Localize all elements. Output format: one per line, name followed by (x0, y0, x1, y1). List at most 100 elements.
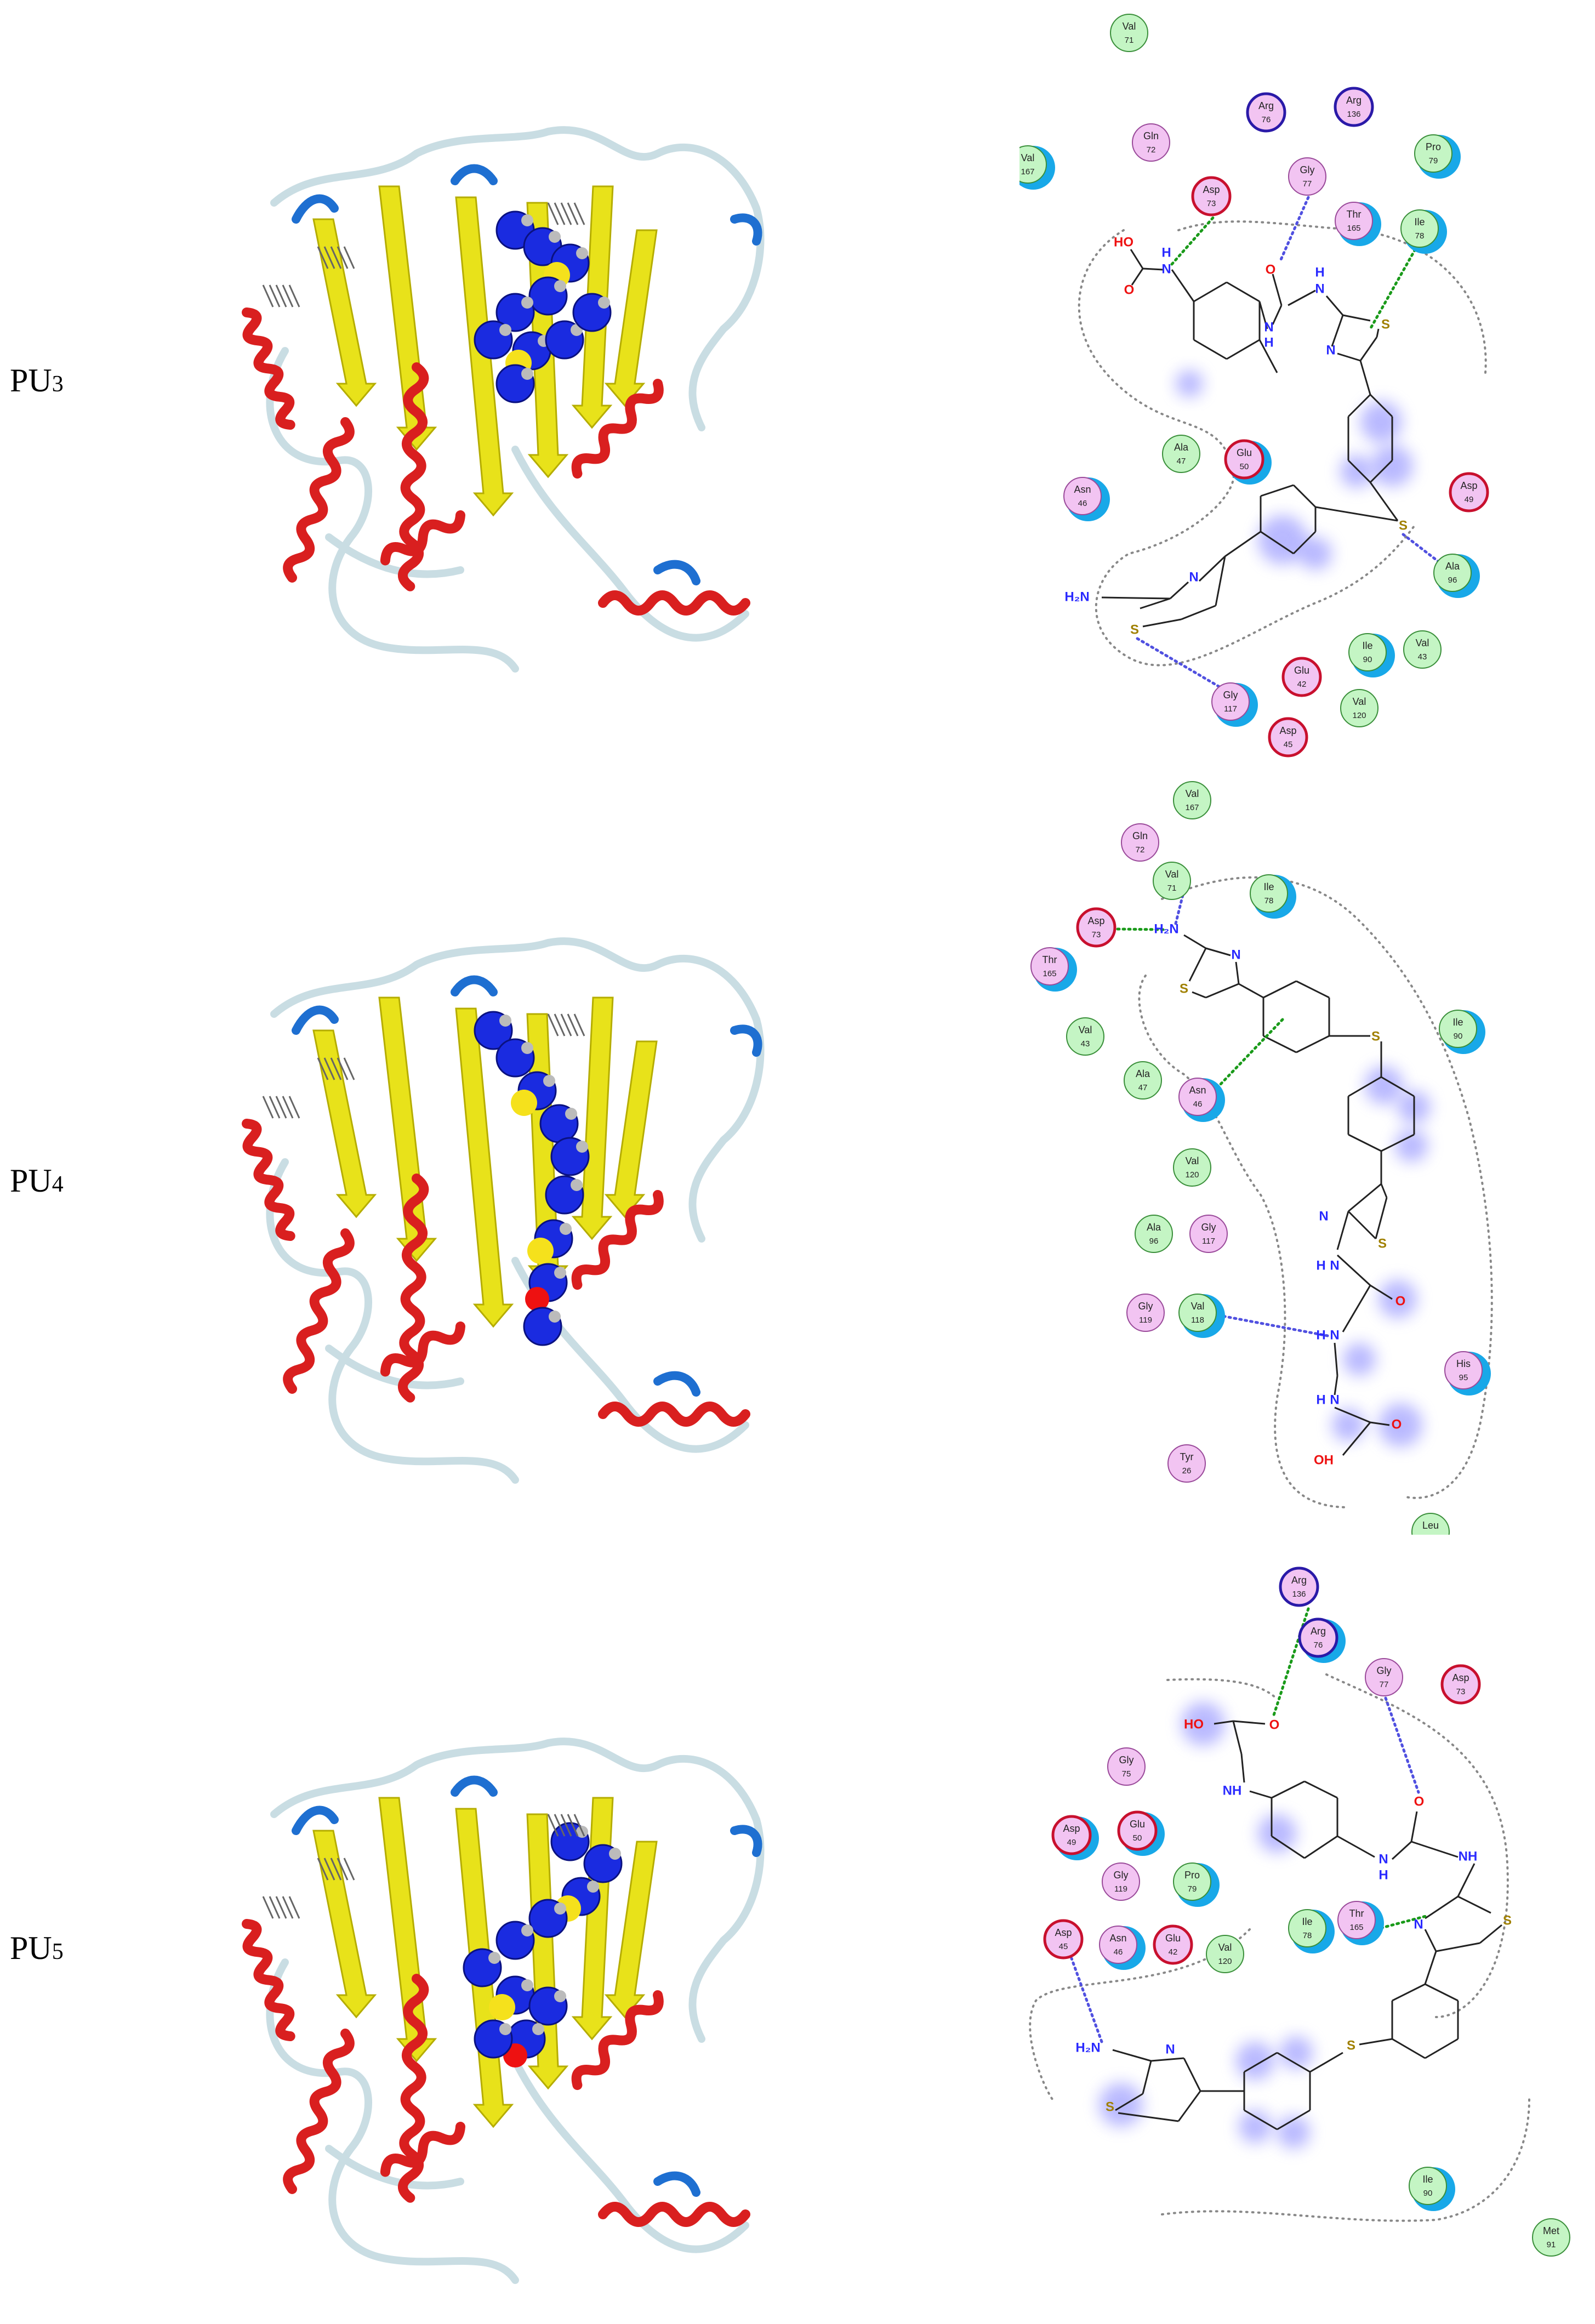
ligand-bond (1232, 1721, 1243, 1755)
ligand-bond (1215, 556, 1226, 606)
residue-circle (1191, 176, 1232, 217)
ligand-bond (1359, 360, 1371, 395)
ligand-hydrogen-sphere (554, 1990, 566, 2002)
protein-coil (511, 2057, 749, 2253)
atom-label: O (1266, 262, 1276, 277)
ligand-sulfur-sphere (489, 1994, 515, 2020)
ligand-bond (1235, 961, 1240, 984)
cofactor-stick (262, 1096, 274, 1119)
residue-name: Ala (1174, 442, 1189, 453)
cofactor-stick (275, 284, 287, 307)
cofactor-stick (269, 284, 281, 307)
ligand-exposure-halo (1181, 1702, 1225, 1746)
atom-label: N (1161, 261, 1171, 276)
atom-label: S (1106, 2099, 1114, 2114)
residue-circle (1066, 1017, 1104, 1056)
atom-label: N (1264, 320, 1273, 334)
protein-turn (292, 194, 339, 224)
ligand-bond (1424, 1929, 1437, 1952)
panel-label: PU4 (10, 1162, 64, 1200)
residue-circle (1076, 907, 1116, 948)
ligand-bond (1342, 314, 1371, 322)
residue-number: 42 (1169, 1947, 1178, 1957)
cofactor-stick (317, 1858, 329, 1881)
residue-number: 76 (1314, 1641, 1323, 1650)
residue-name: Arg (1346, 95, 1362, 106)
cofactor-stick (554, 202, 566, 225)
cofactor-stick (282, 1896, 294, 1919)
protein-coil (266, 1158, 519, 1484)
ligand-hydrogen-sphere (521, 1042, 533, 1054)
atom-label: O (1392, 1417, 1402, 1432)
ligand-bond (1101, 596, 1171, 600)
ligand-bond (1244, 2109, 1278, 2131)
residue-circle (1298, 1617, 1338, 1658)
atom-label: O (1414, 1794, 1425, 1809)
ligand-exposure-halo (1378, 1280, 1417, 1318)
residue-circle (1117, 1810, 1158, 1851)
ligand-bond (1479, 1924, 1502, 1944)
ligand-bond (1380, 1183, 1388, 1198)
ligand-hydrogen-sphere (609, 1848, 621, 1860)
cofactor-stick (275, 1896, 287, 1919)
ligand-bond (1411, 1841, 1459, 1858)
residue-name: Gly (1377, 1665, 1392, 1676)
cofactor-stick (288, 1096, 300, 1119)
residue-number: 78 (1415, 231, 1425, 241)
protein-beta-strand (604, 1040, 658, 1218)
ligand-bond (1369, 459, 1393, 483)
ligand-bond (1142, 267, 1164, 271)
ligand-bond (1142, 618, 1182, 628)
cofactor-stick (288, 284, 300, 307)
protein-helix (598, 1402, 750, 1427)
atom-label: N (1165, 2042, 1175, 2057)
ligand-bond (1436, 1942, 1480, 1952)
interaction-line (1278, 196, 1310, 264)
protein-helix (283, 417, 355, 583)
ligand-bond (1188, 948, 1207, 982)
residue-number: 43 (1081, 1039, 1090, 1049)
residue-name: Val (1218, 1942, 1232, 1953)
residue-number: 50 (1133, 1833, 1142, 1843)
protein-coil (270, 937, 765, 1243)
residue-number: 46 (1193, 1100, 1203, 1109)
cofactor-stick (337, 1858, 349, 1881)
residue-circle (1162, 435, 1200, 473)
protein-beta-strand (312, 1029, 377, 1218)
cofactor-stick (554, 1814, 566, 1837)
atom-label: O (1269, 1717, 1280, 1732)
ligand-exposure-halo (1371, 445, 1413, 487)
atom-label: H₂N (1064, 589, 1089, 604)
label-main: PU (10, 1930, 52, 1966)
cofactor-stick (554, 1013, 566, 1036)
protein-helix (242, 307, 295, 430)
ligand-bond (1258, 339, 1278, 373)
residue-circle (1400, 209, 1439, 248)
residue-name: Thr (1043, 954, 1057, 965)
residue-number: 119 (1139, 1315, 1152, 1325)
residue-circle (1189, 1215, 1228, 1253)
ligand-exposure-halo (1340, 455, 1373, 488)
cofactor-stick (560, 202, 572, 225)
ligand-hydrogen-sphere (499, 324, 511, 336)
panel-label: PU5 (10, 1929, 64, 1967)
residue-circle (1121, 823, 1159, 862)
ligand-bond (1457, 1895, 1491, 1914)
protein-turn (730, 1024, 762, 1057)
ligand-hydrogen-sphere (521, 1924, 533, 1936)
ligand-bond (1348, 1133, 1382, 1152)
ligand-bond (1260, 531, 1294, 555)
residue-circle (1414, 134, 1452, 173)
